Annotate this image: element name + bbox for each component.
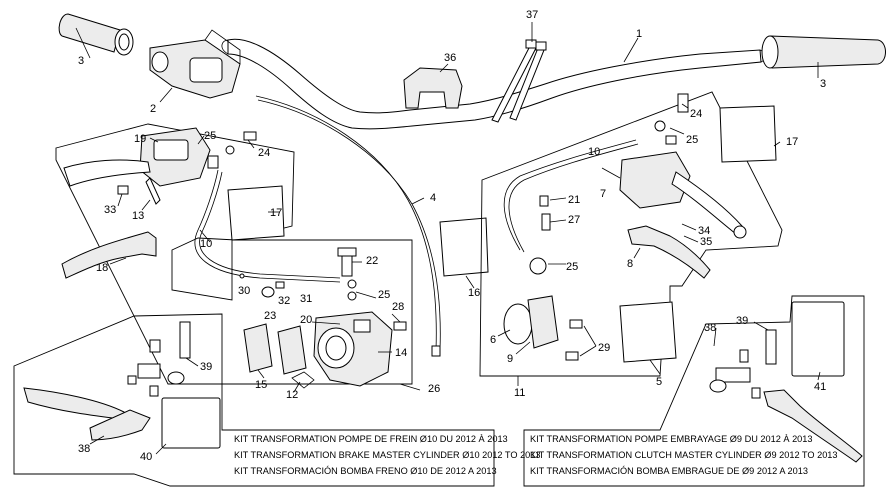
callout-5: 5 — [656, 376, 662, 388]
callout-26: 26 — [428, 383, 440, 395]
callout-30: 30 — [238, 285, 250, 297]
callout-1: 1 — [636, 28, 642, 40]
brake-pads — [243, 323, 307, 375]
callout-17-right: 17 — [786, 136, 798, 148]
callout-labels: 1 2 3 3 4 5 6 7 8 9 10 10 11 12 13 14 15… — [78, 9, 826, 463]
callout-18: 18 — [96, 262, 108, 274]
callout-3-right: 3 — [820, 78, 826, 90]
pad-spring — [291, 371, 315, 389]
callout-20: 20 — [300, 314, 312, 326]
callout-11: 11 — [514, 387, 525, 399]
brake-lever-18 — [61, 231, 157, 279]
callout-23: 23 — [264, 310, 276, 322]
callout-33: 33 — [104, 204, 116, 216]
brake-kit-box — [13, 313, 495, 487]
clutch-kit-line-fr: KIT TRANSFORMATION POMPE EMBRAYAGE Ø9 DU… — [530, 434, 813, 444]
callout-34: 34 — [698, 225, 710, 237]
brake-kit-line-fr: KIT TRANSFORMATION POMPE DE FREIN Ø10 DU… — [234, 434, 508, 444]
pouch-5 — [619, 301, 677, 363]
callout-2: 2 — [150, 103, 156, 115]
callout-10-right: 10 — [588, 146, 600, 158]
clutch-lever-8 — [627, 225, 711, 279]
callout-22: 22 — [366, 255, 378, 267]
callout-28: 28 — [392, 301, 404, 313]
callout-37: 37 — [526, 9, 538, 21]
brake-master-box — [55, 123, 413, 385]
slave-cylinder — [503, 195, 583, 361]
pouch-17-left — [227, 185, 285, 241]
pouch-17-right — [719, 105, 777, 163]
pouch-16 — [439, 217, 489, 277]
callout-38-right: 38 — [704, 322, 716, 334]
callout-25-left: 25 — [204, 130, 216, 142]
callout-39-left: 39 — [200, 361, 212, 373]
clutch-kit-line-es: KIT TRANSFORMACIÓN BOMBA EMBRAGUE DE Ø9 … — [530, 466, 808, 476]
right-grip — [761, 35, 886, 69]
callout-6: 6 — [490, 334, 496, 346]
callout-16: 16 — [468, 287, 480, 299]
clutch-kit-caption: KIT TRANSFORMATION POMPE EMBRAYAGE Ø9 DU… — [530, 434, 838, 476]
cable-ties — [491, 39, 547, 123]
callout-29: 29 — [598, 342, 610, 354]
callout-41: 41 — [814, 381, 826, 393]
callout-4: 4 — [430, 192, 436, 204]
brake-lever-assembly — [63, 127, 257, 205]
callout-40: 40 — [140, 451, 152, 463]
clutch-hose — [503, 139, 637, 251]
callout-24-left: 24 — [258, 147, 270, 159]
cover-part — [403, 67, 463, 109]
callout-12: 12 — [286, 389, 298, 401]
callout-7: 7 — [600, 188, 606, 200]
callout-31: 31 — [300, 293, 312, 305]
callout-25-right: 25 — [686, 134, 698, 146]
clutch-kit-parts — [709, 301, 863, 463]
brake-kit-parts — [23, 321, 221, 449]
brake-kit-caption: KIT TRANSFORMATION POMPE DE FREIN Ø10 DU… — [234, 434, 541, 476]
callout-38-left: 38 — [78, 443, 90, 455]
clutch-kit-box — [523, 295, 865, 487]
callout-36: 36 — [444, 52, 456, 64]
callout-27: 27 — [568, 214, 580, 226]
brake-caliper — [313, 311, 407, 387]
brake-hose — [194, 169, 341, 283]
clutch-master-box — [479, 91, 783, 377]
brake-kit-line-en: KIT TRANSFORMATION BRAKE MASTER CYLINDER… — [234, 450, 541, 460]
callout-15: 15 — [255, 379, 267, 391]
clutch-kit-line-en: KIT TRANSFORMATION CLUTCH MASTER CYLINDE… — [530, 450, 838, 460]
caliper-hardware — [239, 247, 357, 301]
throttle-housing — [149, 29, 241, 99]
callout-13: 13 — [132, 210, 144, 222]
left-grip — [58, 13, 134, 56]
leader-lines — [75, 22, 821, 455]
callout-35: 35 — [700, 236, 712, 248]
callout-25-caliper: 25 — [378, 289, 390, 301]
callout-25-slave: 25 — [566, 261, 578, 273]
brake-kit-line-es: KIT TRANSFORMACIÓN BOMBA FRENO Ø10 DE 20… — [234, 466, 497, 476]
clutch-lever-assembly — [619, 93, 747, 239]
callout-9: 9 — [507, 353, 513, 365]
callout-8: 8 — [627, 258, 633, 270]
callout-17-left: 17 — [270, 207, 282, 219]
callout-10-left: 10 — [200, 238, 212, 250]
callout-14: 14 — [395, 347, 407, 359]
callout-3-left: 3 — [78, 55, 84, 67]
callout-24-right: 24 — [690, 108, 702, 120]
clutch-cable — [255, 95, 437, 351]
callout-39-right: 39 — [736, 315, 748, 327]
callout-32: 32 — [278, 295, 290, 307]
handlebar — [221, 38, 766, 130]
callout-21: 21 — [568, 194, 580, 206]
callout-19: 19 — [134, 133, 146, 145]
